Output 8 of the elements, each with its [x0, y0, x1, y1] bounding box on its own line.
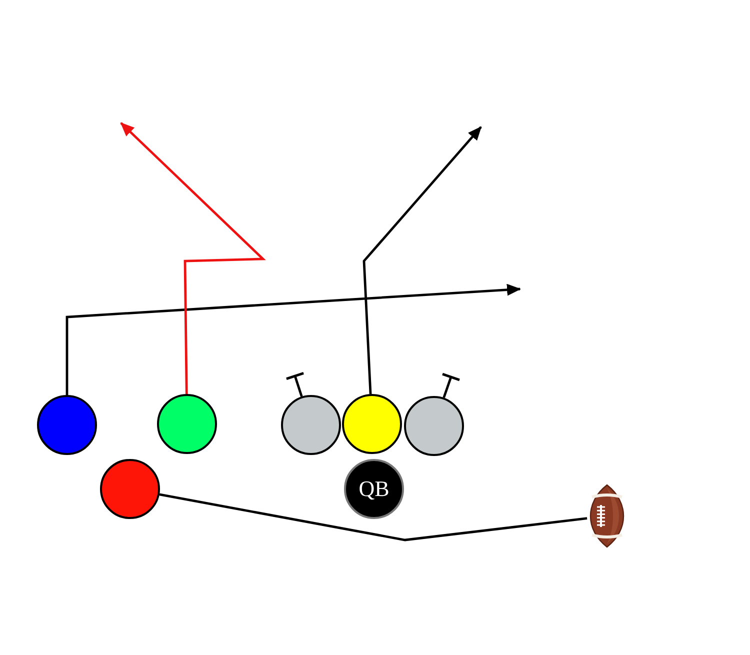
connector-line: [159, 493, 588, 542]
football-drawing: [587, 484, 627, 548]
route-arrow: [362, 126, 482, 394]
position-label: QB: [358, 476, 390, 502]
block-line: [285, 372, 305, 397]
block-line: [441, 372, 461, 398]
route-arrow: [66, 284, 521, 395]
route-arrow: [120, 122, 266, 394]
